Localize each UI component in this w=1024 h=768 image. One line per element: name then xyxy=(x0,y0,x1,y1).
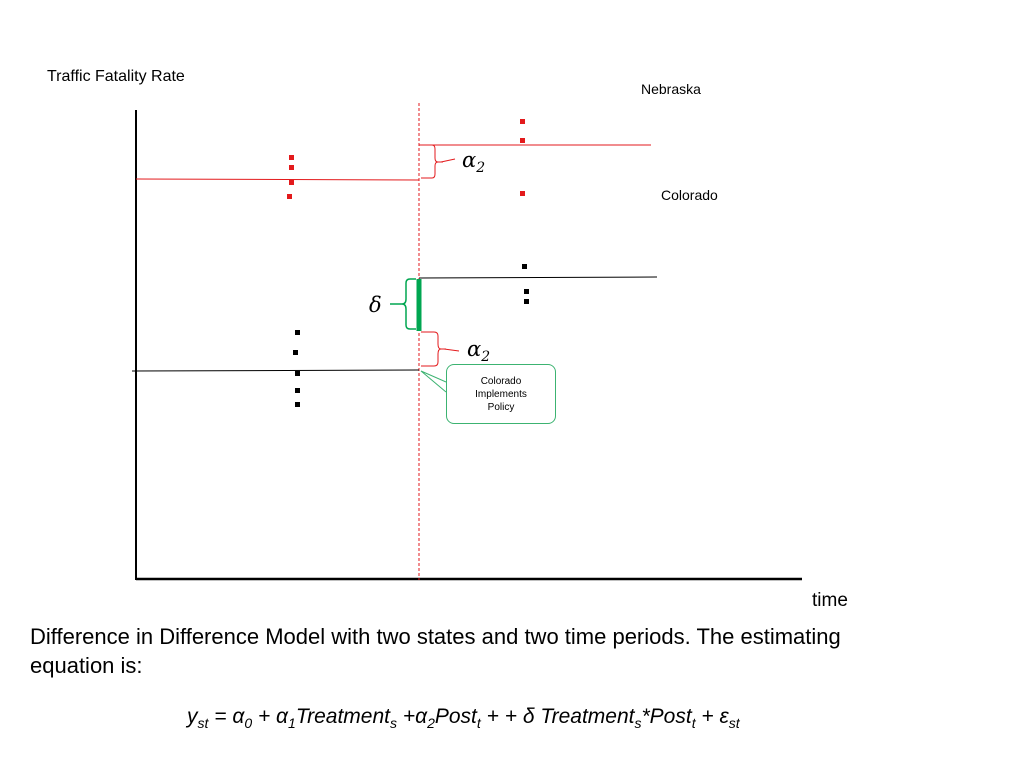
alpha-pointer-top xyxy=(440,158,456,163)
x-axis-label: time xyxy=(812,590,848,611)
colorado-pre-point xyxy=(295,371,300,376)
nebraska-pre-point xyxy=(289,155,294,160)
nebraska-post-point xyxy=(520,191,525,196)
estimating-equation: yst = α0 + α1Treatments +α2Postt + + δ T… xyxy=(187,705,740,732)
callout-pointer xyxy=(420,370,447,393)
colorado-post-line xyxy=(418,276,658,279)
alpha-label-bottom: α2 xyxy=(467,337,491,366)
caption-text: Difference in Difference Model with two … xyxy=(30,624,841,678)
colorado-pre-point xyxy=(295,388,300,393)
delta-label: δ xyxy=(369,293,382,317)
colorado-post-point xyxy=(524,299,529,304)
y-axis-label: Traffic Fatality Rate xyxy=(47,68,185,85)
nebraska-pre-point xyxy=(289,180,294,185)
colorado-pre-point xyxy=(295,330,300,335)
colorado-post-point xyxy=(522,264,527,269)
colorado-label: Colorado xyxy=(661,187,718,203)
nebraska-post-point xyxy=(520,119,525,124)
colorado-pre-line xyxy=(131,369,420,372)
delta-brace xyxy=(398,278,416,330)
alpha-brace-top xyxy=(421,144,443,179)
nebraska-pre-line xyxy=(135,178,420,181)
colorado-post-point xyxy=(524,289,529,294)
nebraska-post-point xyxy=(520,138,525,143)
colorado-pre-point xyxy=(295,402,300,407)
alpha-pointer-bottom xyxy=(443,348,460,352)
colorado-pre-point xyxy=(293,350,298,355)
nebraska-label: Nebraska xyxy=(641,81,701,97)
alpha-brace-bottom xyxy=(421,331,446,367)
nebraska-pre-point xyxy=(287,194,292,199)
policy-callout-text: Colorado Implements Policy xyxy=(475,375,527,413)
nebraska-pre-point xyxy=(289,165,294,170)
alpha-label-top: α2 xyxy=(462,148,486,177)
policy-callout: Colorado Implements Policy xyxy=(446,364,556,424)
